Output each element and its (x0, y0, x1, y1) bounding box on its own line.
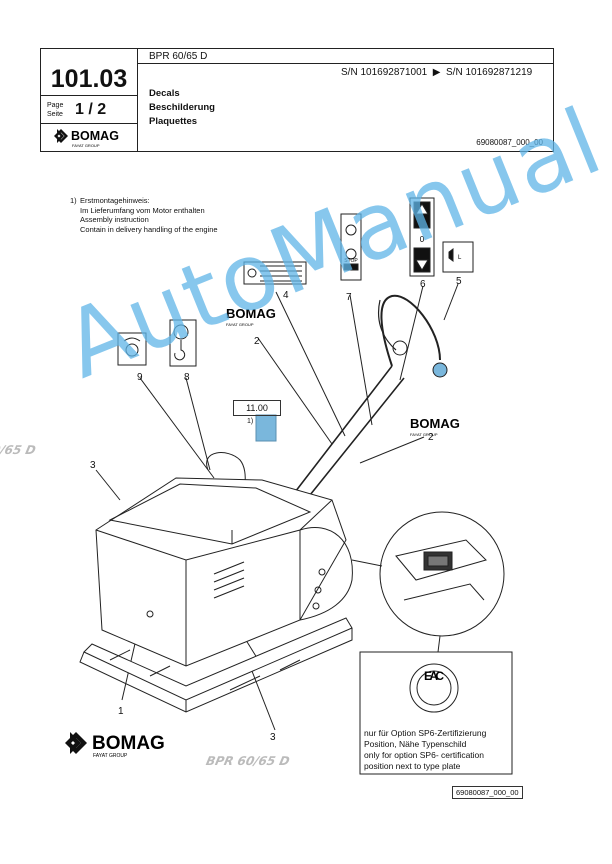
header-brand-sub: FAYAT GROUP (72, 143, 100, 148)
callout-1: 1 (118, 706, 124, 717)
callout-3a: 3 (90, 460, 96, 471)
decal-box-note: 1) (247, 418, 254, 425)
header-image-code: 69080087_000_00 (476, 138, 543, 147)
callout-3b: 3 (270, 732, 276, 743)
footer-brand: BOMAG (92, 733, 165, 754)
assembly-note: 1) Erstmontagehinweis: Im Lieferumfang v… (70, 196, 218, 234)
page-label: Page Seite (47, 102, 64, 118)
title-de: Beschilderung (149, 102, 215, 113)
title-fr: Plaquettes (149, 116, 198, 127)
callout-5: 5 (456, 276, 462, 287)
callout-6: 6 (420, 279, 426, 290)
eac-note: nur für Option SP6-Zertifizierung Positi… (364, 728, 487, 771)
eac-mark: EAC (424, 669, 444, 683)
title-en: Decals (149, 88, 180, 99)
callout-4: 4 (283, 290, 289, 301)
footer-brand-sub: FAYAT GROUP (93, 753, 128, 759)
callout-2b: 2 (428, 432, 434, 443)
body-stencil-2: BPR 60/65 D (205, 754, 291, 768)
callout-2a: 2 (254, 336, 260, 347)
stop-label: STOP (344, 258, 358, 264)
doc-number: 101.03 (50, 65, 128, 93)
svg-text:BOMAG: BOMAG (410, 416, 460, 431)
body-stencil-1: BPR 60/65 D (0, 443, 37, 457)
bomag-decal-left: BOMAG FAYAT GROUP (226, 306, 276, 327)
titles: Decals Beschilderung Plaquettes (149, 87, 215, 129)
callout-9: 9 (137, 372, 143, 383)
lwa-label: L (458, 255, 462, 261)
serial-range: S/N 101692871001 ▶ S/N 101692871219 (341, 67, 533, 78)
callout-7: 7 (346, 292, 352, 303)
model: BPR 60/65 D (149, 51, 208, 62)
footer-logo: BOMAG FAYAT GROUP (64, 730, 174, 765)
svg-text:BOMAG: BOMAG (226, 306, 276, 321)
header-brand: BOMAG (71, 129, 119, 143)
decal-value-box: 11.00 (233, 400, 281, 416)
callout-8: 8 (184, 372, 190, 383)
page-number: 1 / 2 (75, 101, 107, 118)
throttle-zero: 0 (420, 235, 425, 244)
footer-image-code: 69080087_000_00 (452, 786, 523, 799)
bomag-decal-right: BOMAG FAYAT GROUP (410, 416, 460, 437)
svg-text:FAYAT GROUP: FAYAT GROUP (410, 432, 438, 437)
header-logo: BOMAG FAYAT GROUP (53, 127, 133, 154)
svg-text:FAYAT GROUP: FAYAT GROUP (226, 322, 254, 327)
header-table: 101.03 Page Seite 1 / 2 BOMAG FAYAT GROU… (40, 48, 554, 152)
